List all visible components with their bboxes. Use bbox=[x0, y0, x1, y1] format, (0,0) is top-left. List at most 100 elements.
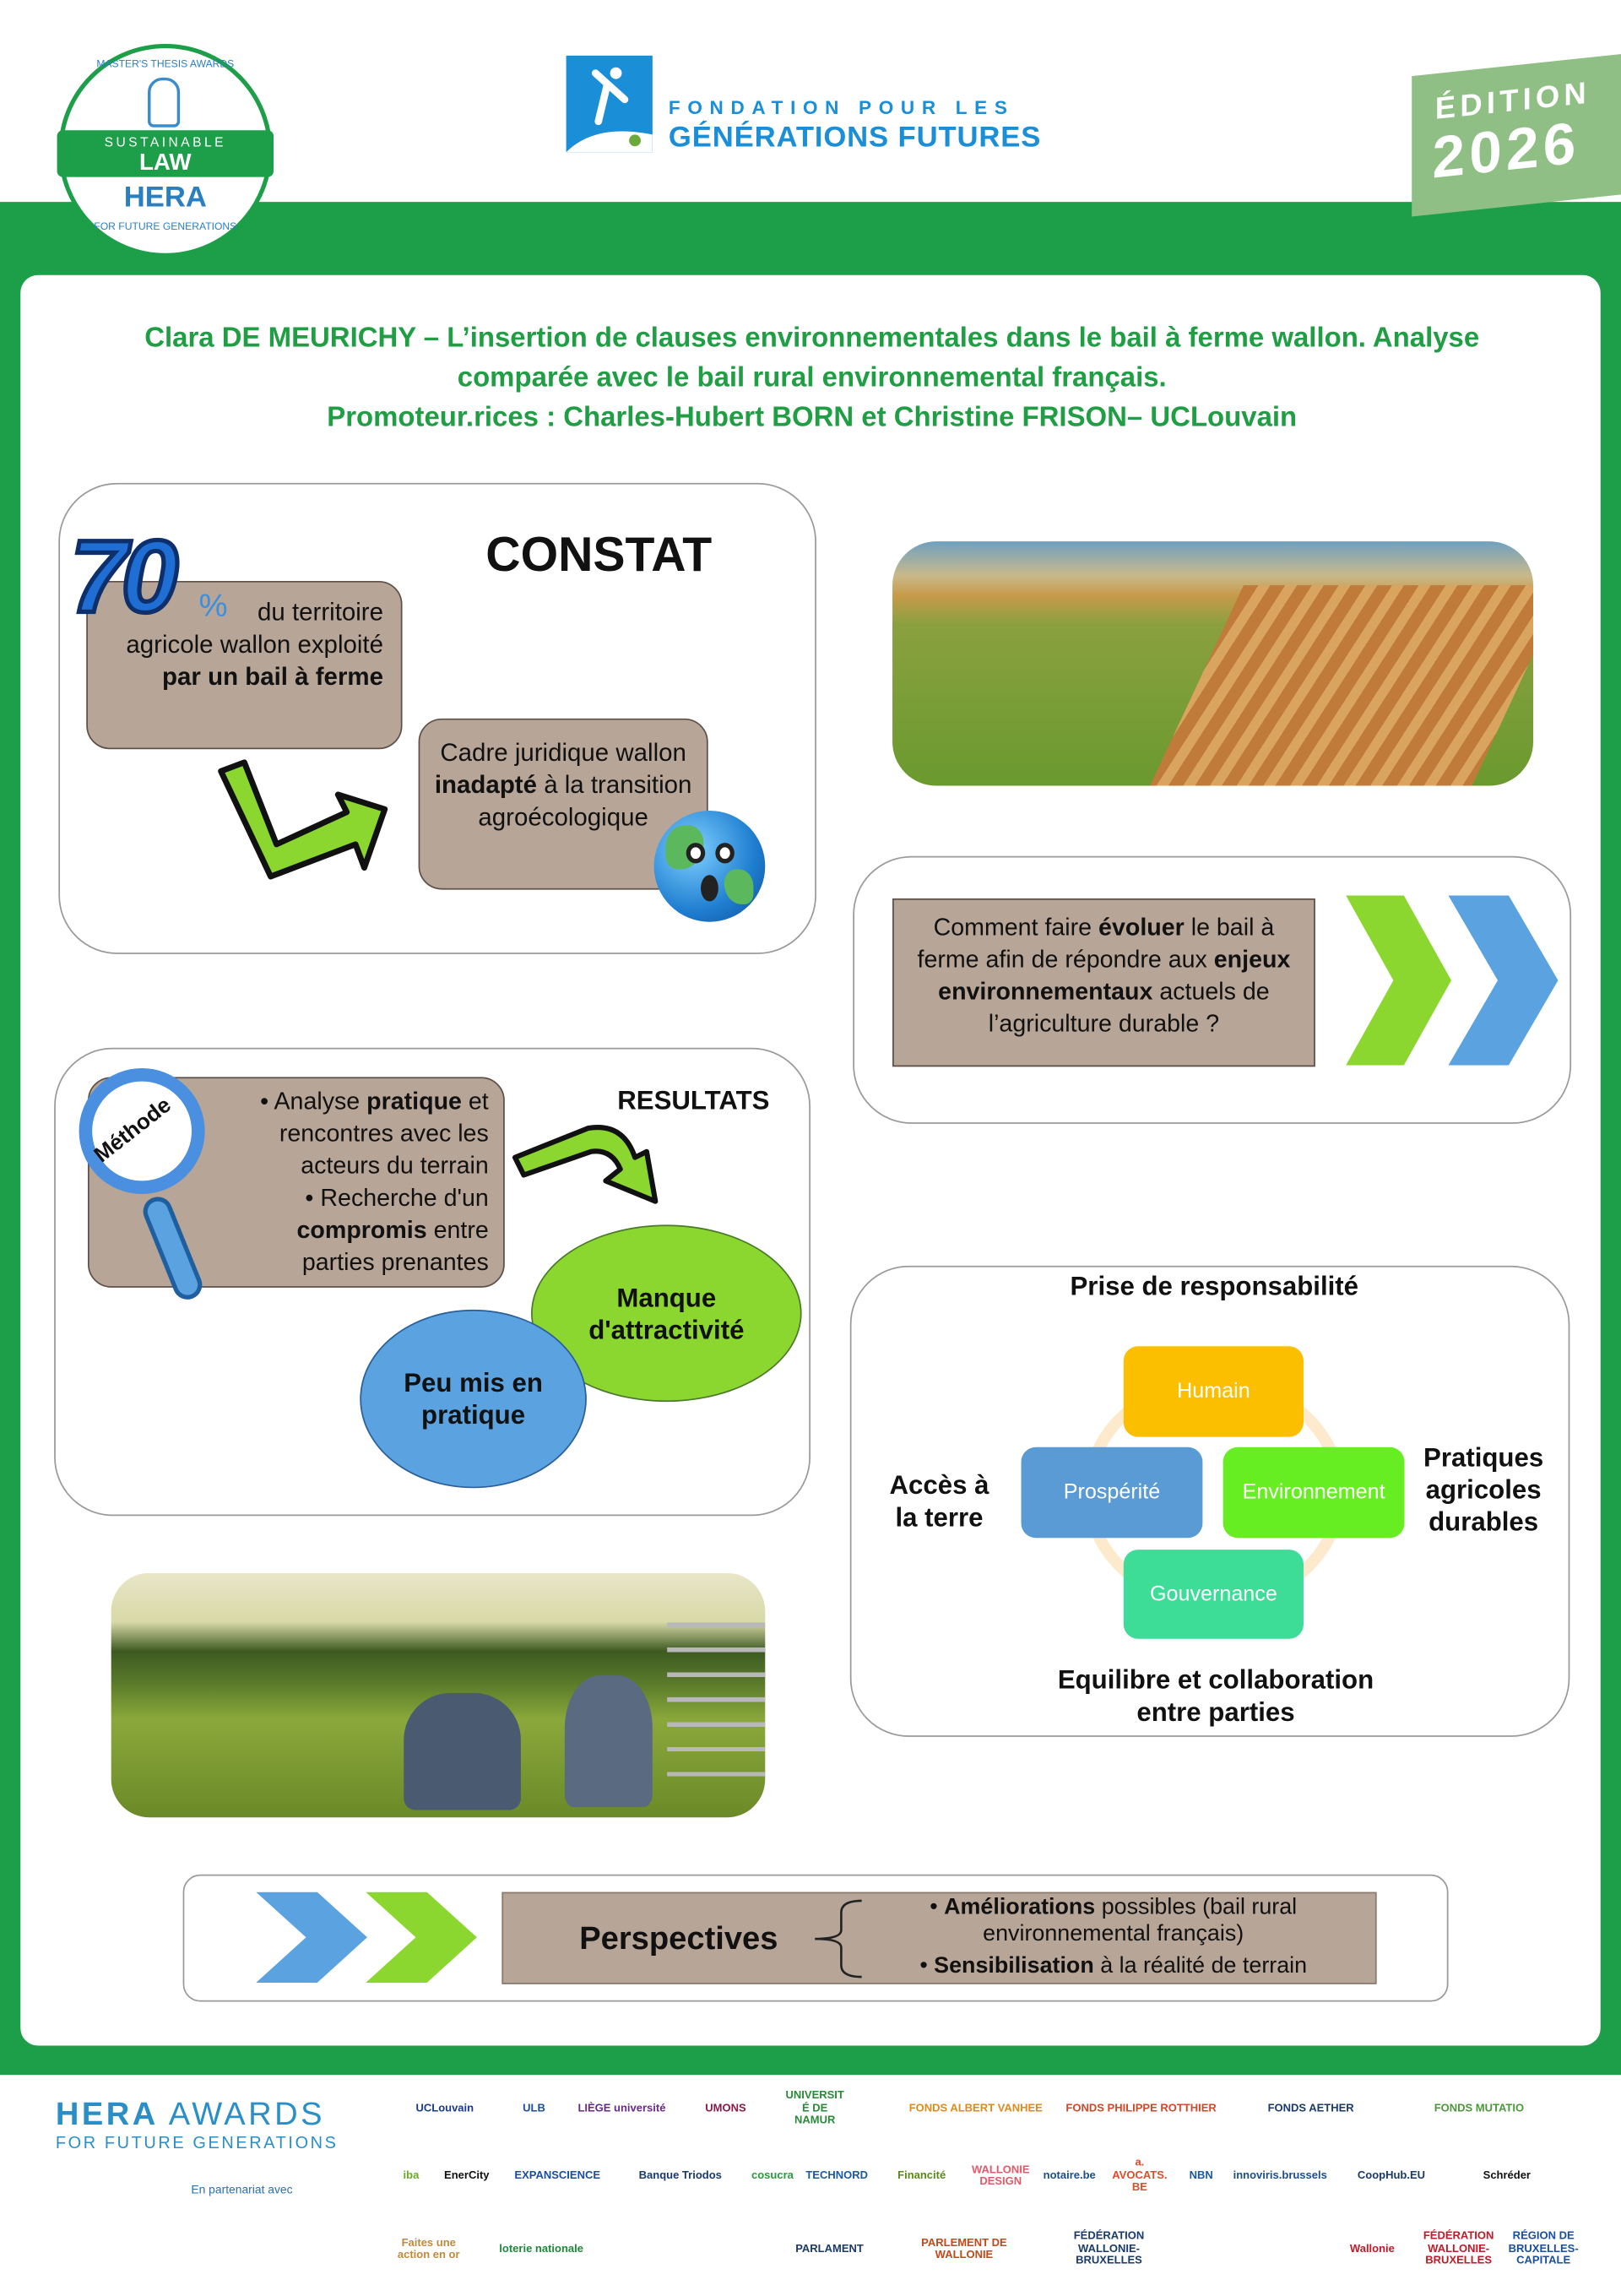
partner-logo: cosucra bbox=[751, 2168, 794, 2182]
perspectives-bullet1: • Améliorations possibles (bail rural en… bbox=[930, 1895, 1298, 1946]
poster-title: Clara DE MEURICHY – L’insertion de claus… bbox=[44, 319, 1580, 437]
edition-badge: ÉDITION 2026 bbox=[1412, 52, 1621, 217]
constat-heading: CONSTAT bbox=[485, 526, 713, 581]
partner-logo: iba bbox=[403, 2168, 420, 2182]
badge-hera-mark: HERA bbox=[123, 181, 207, 214]
perspectives-section bbox=[182, 1874, 1449, 2002]
partner-logo: UCLouvain bbox=[415, 2100, 474, 2114]
question-bold-evoluer: évoluer bbox=[1098, 915, 1185, 942]
node-environnement: Environnement bbox=[1223, 1447, 1405, 1539]
partner-logo: CoopHub.EU bbox=[1357, 2168, 1426, 2182]
magnifier-icon bbox=[76, 1066, 208, 1315]
node-humain: Humain bbox=[1123, 1346, 1304, 1437]
partner-label: En partenariat avec bbox=[191, 2183, 293, 2197]
partner-logo: LIÈGE université bbox=[577, 2100, 666, 2114]
fondation-logo: FONDATION POUR LES GÉNÉRATIONS FUTURES bbox=[566, 55, 1064, 155]
question-text: actuels de l’agriculture durable ? bbox=[988, 979, 1270, 1038]
partner-logo: Financité bbox=[897, 2168, 946, 2182]
bullet2-bold: Sensibilisation bbox=[934, 1953, 1094, 1978]
hera-awards-logo: HERA AWARDS FOR FUTURE GENERATIONS bbox=[56, 2095, 339, 2153]
curved-arrow-icon bbox=[512, 1125, 659, 1204]
perspectives-bullet2: • Sensibilisation à la réalité de terrai… bbox=[919, 1953, 1308, 1978]
partner-logo: Wallonie bbox=[1349, 2241, 1395, 2255]
methode-bullet1-bold: pratique bbox=[366, 1088, 462, 1115]
partner-logo: ULB bbox=[523, 2100, 545, 2114]
node-gouvernance: Gouvernance bbox=[1123, 1550, 1304, 1639]
partner-logo: FÉDÉRATION WALLONIE-BRUXELLES bbox=[1423, 2228, 1494, 2267]
cadre-text: Cadre juridique wallon bbox=[440, 739, 686, 768]
fondation-line1: FONDATION POUR LES bbox=[668, 96, 1015, 119]
farmland-photo bbox=[892, 541, 1534, 786]
badge-top-arc: MASTER'S THESIS AWARDS bbox=[96, 60, 235, 71]
methode-bullet2-bold: compromis bbox=[296, 1217, 427, 1244]
partner-logo: FONDS ALBERT VANHEE bbox=[908, 2100, 1043, 2114]
label-acces-terre: Accès à la terre bbox=[889, 1470, 989, 1533]
partner-logo: innoviris.brussels bbox=[1233, 2168, 1327, 2182]
perspectives-heading: Perspectives bbox=[579, 1919, 778, 1957]
label-equilibre: Equilibre et collaboration entre parties bbox=[1057, 1664, 1374, 1727]
label-pratiques-durables: Pratiques agricoles durables bbox=[1423, 1442, 1544, 1537]
title-line3: Promoteur.rices : Charles-Hubert BORN et… bbox=[327, 402, 1298, 433]
fondation-figure-icon bbox=[566, 55, 653, 153]
hera-subtitle: FOR FUTURE GENERATIONS bbox=[55, 2135, 339, 2153]
family-field-photo bbox=[111, 1572, 766, 1818]
result-peu-mis-en-pratique: Peu mis en pratique bbox=[360, 1309, 587, 1489]
bullet2-rest: à la réalité de terrain bbox=[1093, 1953, 1308, 1978]
question-box: Comment faire évoluer le bail à ferme af… bbox=[892, 898, 1315, 1067]
partner-logo: FONDS PHILIPPE ROTTHIER bbox=[1065, 2100, 1217, 2114]
partner-logo: FONDS AETHER bbox=[1267, 2100, 1354, 2114]
partner-logo: RÉGION DE BRUXELLES-CAPITALE bbox=[1508, 2228, 1579, 2267]
partner-logo: UMONS bbox=[705, 2100, 746, 2114]
partner-logo: loterie nationale bbox=[499, 2241, 583, 2255]
methode-bullet1-end: et rencontres avec les acteurs du terrai… bbox=[279, 1088, 489, 1180]
partner-logo: PARLAMENT bbox=[795, 2241, 864, 2255]
methode-bullet1: • Analyse bbox=[260, 1088, 367, 1115]
question-text: le bail à ferme afin de répondre aux bbox=[917, 915, 1275, 974]
brace-icon bbox=[815, 1899, 862, 1978]
cadre-text-bold: inadapté bbox=[434, 771, 538, 800]
question-bold-enjeux: enjeux environnementaux bbox=[938, 947, 1291, 1006]
badge-law: LAW bbox=[138, 150, 192, 176]
stat-percent: % bbox=[198, 586, 228, 624]
perspectives-box bbox=[501, 1892, 1377, 1984]
cadre-text-end: à la transition agroécologique bbox=[478, 771, 692, 832]
shocked-earth-icon bbox=[653, 810, 766, 922]
result2-text: Peu mis en pratique bbox=[404, 1368, 543, 1430]
bullet1-bold: Améliorations bbox=[944, 1895, 1096, 1920]
badge-band: SUSTAINABLE LAW bbox=[57, 130, 274, 177]
stat-number: 70 bbox=[68, 518, 181, 634]
partner-logo: EnerCity bbox=[444, 2168, 490, 2182]
title-line2: comparée avec le bail rural environnemen… bbox=[457, 362, 1167, 394]
partner-logo: FONDS MUTATIO bbox=[1434, 2100, 1525, 2114]
stat-text: du territoire agricole wallon exploité bbox=[126, 598, 384, 659]
badge-figure-icon bbox=[148, 77, 181, 128]
fondation-line2: GÉNÉRATIONS FUTURES bbox=[668, 121, 1042, 154]
partner-logo: EXPANSCIENCE bbox=[514, 2168, 601, 2182]
awards-word: AWARDS bbox=[168, 2095, 326, 2132]
partner-logo: FÉDÉRATION WALLONIE-BRUXELLES bbox=[1073, 2228, 1145, 2267]
question-text: Comment faire bbox=[933, 915, 1099, 942]
hera-badge-logo: MASTER'S THESIS AWARDS SUSTAINABLE LAW H… bbox=[57, 43, 274, 258]
methode-bullet2: • Recherche d'un bbox=[305, 1185, 489, 1212]
partner-logo: UNIVERSITÉ DE NAMUR bbox=[785, 2088, 844, 2127]
bullet1-rest: possibles (bail rural environnemental fr… bbox=[983, 1895, 1298, 1946]
partner-logo: Faites une action en or bbox=[397, 2234, 460, 2261]
partner-logo: TECHNORD bbox=[805, 2168, 869, 2182]
partner-logo: Schréder bbox=[1483, 2168, 1532, 2182]
label-prise-responsabilite: Prise de responsabilité bbox=[1070, 1271, 1359, 1301]
node-prosperite: Prospérité bbox=[1021, 1447, 1203, 1539]
bent-arrow-icon bbox=[218, 759, 388, 880]
title-line1: Clara DE MEURICHY – L’insertion de claus… bbox=[144, 323, 1480, 355]
hera-word: HERA bbox=[55, 2095, 159, 2132]
partner-logo: WALLONIE DESIGN bbox=[971, 2162, 1030, 2188]
partner-logo: Banque Triodos bbox=[638, 2168, 722, 2182]
badge-bottom-arc: FOR FUTURE GENERATIONS bbox=[94, 222, 237, 233]
stat-box: du territoire agricole wallon exploité p… bbox=[86, 580, 403, 750]
partner-logo: notaire.be bbox=[1043, 2168, 1096, 2182]
result1-text: Manque d'attractivité bbox=[588, 1282, 745, 1344]
methode-bullet2-end: entre parties prenantes bbox=[301, 1217, 489, 1277]
partner-logo: a. AVOCATS.BE bbox=[1112, 2155, 1168, 2194]
partner-logo: NBN bbox=[1189, 2168, 1213, 2182]
partner-logo: PARLEMENT DE WALLONIE bbox=[921, 2234, 1007, 2261]
